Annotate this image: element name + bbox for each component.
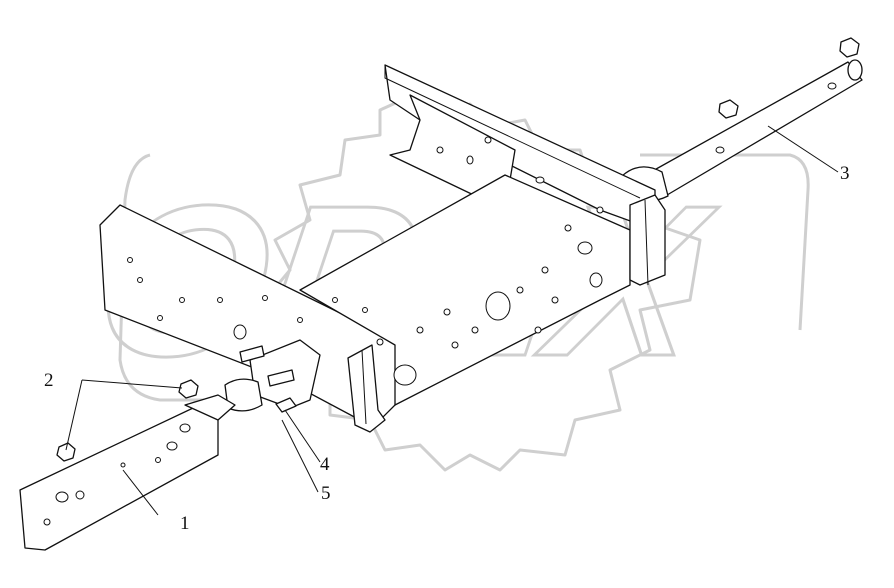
frame-large-hole (393, 364, 417, 386)
nut-icon (839, 37, 860, 58)
nut-icon (178, 379, 199, 399)
frame-large-hole (233, 324, 247, 340)
part-nuts (56, 379, 199, 462)
callout-2: 2 (44, 370, 54, 391)
callout-3: 3 (840, 163, 850, 184)
bolt-icon (239, 345, 265, 363)
frame-small-holes (127, 206, 604, 349)
part-axle-tube (621, 37, 863, 202)
pin-icon (275, 397, 297, 413)
watermark-swoosh-right (640, 153, 810, 331)
callout-1: 1 (180, 513, 190, 534)
callout-5: 5 (321, 483, 331, 504)
bolt-icon (267, 369, 295, 387)
nut-icon (56, 442, 76, 462)
frame-large-hole (577, 241, 593, 255)
frame-large-hole (485, 291, 511, 321)
frame-large-hole (589, 272, 603, 288)
part-hitch-bracket (224, 339, 321, 413)
part-main-frame (99, 174, 666, 433)
watermark-swoosh (118, 153, 230, 402)
callout-4: 4 (320, 454, 330, 475)
leader-lines (65, 125, 839, 516)
nut-icon (718, 99, 739, 119)
part-upper-rail (384, 64, 656, 231)
part-front-plate (19, 394, 236, 551)
